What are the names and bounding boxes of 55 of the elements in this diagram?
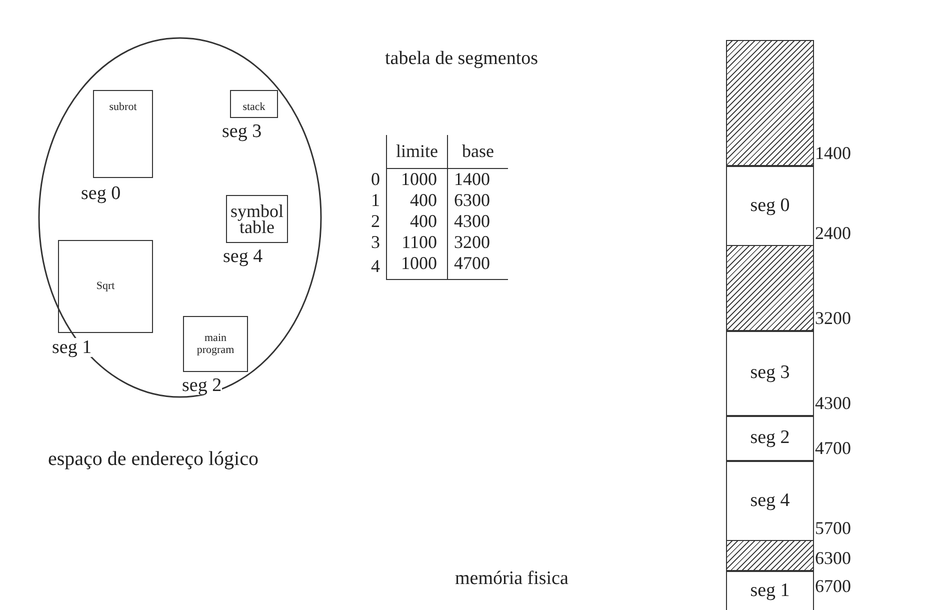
memory-block xyxy=(726,330,814,416)
table-cell: 400 xyxy=(386,211,448,232)
row-index: 3 xyxy=(365,232,386,253)
column-header: limite xyxy=(386,135,448,168)
row-index: 4 xyxy=(365,253,386,280)
segment-label: seg 2 xyxy=(182,376,222,395)
table-cell: 6300 xyxy=(448,190,508,211)
segment-name: seg 2 xyxy=(750,427,790,450)
segment-box xyxy=(183,316,248,372)
address-label: 4300 xyxy=(815,393,851,414)
segment-name: subrot xyxy=(109,101,137,115)
segment-name: seg 1 xyxy=(750,580,790,602)
memory-caption: memória fisica xyxy=(455,568,568,590)
table-cell: 4700 xyxy=(448,253,508,280)
segment-box xyxy=(226,195,288,243)
segment-name: seg 4 xyxy=(750,490,790,512)
row-index: 0 xyxy=(365,168,386,190)
table-cell: 3200 xyxy=(448,232,508,253)
memory-block xyxy=(726,570,814,610)
column-header: base xyxy=(448,135,508,168)
table-cell: 4300 xyxy=(448,211,508,232)
row-index: 1 xyxy=(365,190,386,211)
hatched-block xyxy=(726,540,814,572)
segment-name: main program xyxy=(196,332,236,356)
segment-label: seg 1 xyxy=(52,338,92,357)
segment-name: symbol table xyxy=(229,202,284,236)
table-cell: 1000 xyxy=(386,168,448,190)
address-label: 2400 xyxy=(815,223,851,244)
segment-box xyxy=(93,90,153,178)
segment-box xyxy=(230,90,278,118)
address-label: 1400 xyxy=(815,143,851,164)
table-title: tabela de segmentos xyxy=(385,48,538,70)
address-label: 4700 xyxy=(815,438,851,459)
address-label: 6300 xyxy=(815,548,851,569)
memory-block xyxy=(726,415,814,462)
table-cell: 400 xyxy=(386,190,448,211)
segment-name: stack xyxy=(242,101,266,115)
row-index: 2 xyxy=(365,211,386,232)
segment-label: seg 4 xyxy=(223,247,263,266)
hatched-block xyxy=(726,40,814,166)
table-cell: 1400 xyxy=(448,168,508,190)
segment-label: seg 0 xyxy=(81,184,121,203)
hatched-block xyxy=(726,245,814,332)
segment-box xyxy=(58,240,153,333)
segment-label: seg 3 xyxy=(222,122,262,141)
address-label: 6700 xyxy=(815,576,851,597)
segment-name: seg 0 xyxy=(750,194,790,217)
segment-name: seg 3 xyxy=(750,362,790,384)
table-cell: 1100 xyxy=(386,232,448,253)
ellipse xyxy=(38,37,322,398)
table-cell: 1000 xyxy=(386,253,448,280)
segment-name: Sqrt xyxy=(96,280,115,293)
address-label: 5700 xyxy=(815,518,851,539)
caption: espaço de endereço lógico xyxy=(48,448,258,471)
address-label: 3200 xyxy=(815,308,851,329)
